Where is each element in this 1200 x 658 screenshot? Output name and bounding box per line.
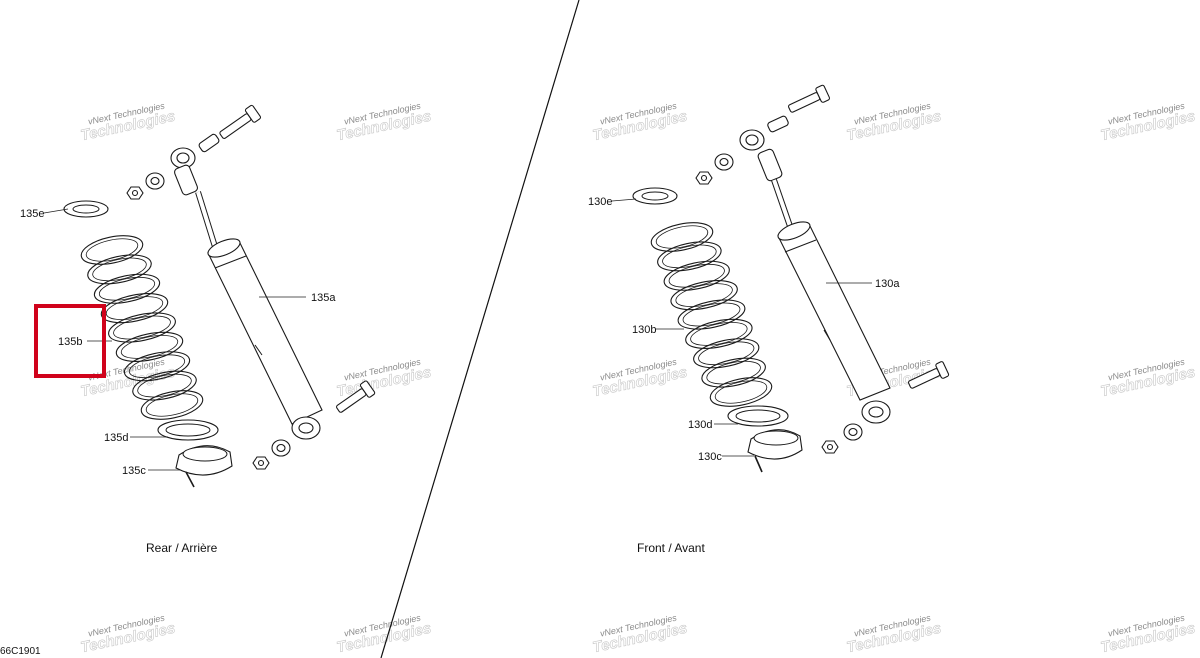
spring-coil (655, 225, 709, 249)
spring-coil (668, 263, 725, 288)
spring-coil (663, 260, 730, 291)
rear-spring-spacer[interactable] (157, 419, 219, 441)
spring-coil (670, 280, 738, 311)
front-bottom-nut[interactable] (821, 440, 839, 454)
front-shock-absorber[interactable] (739, 129, 891, 424)
rear-caption: Rear / Arrière (146, 541, 218, 555)
callout-130b: 130b (632, 324, 656, 336)
callout-130a: 130a (875, 278, 900, 290)
callout-135d: 135d (104, 432, 128, 444)
spring-coil (115, 331, 184, 362)
front-spring-spacer[interactable] (727, 405, 789, 427)
spring-coil (690, 322, 748, 346)
spring-coil (709, 377, 773, 407)
spring-coil (92, 257, 147, 282)
spring-coil (714, 380, 768, 404)
callout-130c: 130c (698, 451, 722, 463)
rear-top-bolt[interactable] (217, 104, 262, 143)
spring-coil (93, 273, 161, 304)
spring-coil (706, 360, 761, 385)
spring-coil (137, 373, 192, 398)
spring-coil (105, 296, 164, 320)
front-assembly: 130e 130a 130b 130d 130c Front / Avant (588, 84, 950, 555)
spring-coil (701, 357, 766, 388)
callout-135a: 135a (311, 292, 336, 304)
callout-135b: 135b (58, 336, 82, 348)
spring-coil (113, 315, 171, 340)
rear-spring[interactable] (79, 231, 206, 424)
front-upper-spring-retainer[interactable] (632, 187, 678, 205)
callout-130e: 130e (588, 196, 612, 208)
spring-coil (685, 318, 753, 349)
leader-130e (611, 198, 637, 202)
panel-divider (380, 0, 580, 658)
spring-coil (123, 351, 191, 382)
spring-coil (693, 338, 760, 369)
rear-top-nut[interactable] (126, 186, 144, 200)
rear-upper-spring-retainer[interactable] (63, 200, 109, 218)
spring-coil (145, 393, 199, 417)
spring-coil (682, 302, 741, 327)
spring-coil (108, 312, 176, 343)
spring-coil (80, 235, 144, 265)
leader-135e (43, 208, 69, 214)
spring-coil (128, 354, 186, 379)
rear-lower-spring-seat[interactable] (175, 445, 233, 488)
spring-coil (657, 241, 722, 272)
spring-coil (98, 276, 156, 301)
drawing-code: 66C1901 (0, 646, 41, 657)
spring-coil (650, 222, 714, 252)
rear-assembly: 135e 135a 135b 135d 135c Rear / Arrière (20, 104, 376, 555)
spring-coil (677, 299, 746, 330)
front-top-nut[interactable] (695, 171, 713, 185)
front-spring[interactable] (649, 218, 775, 411)
spring-coil (675, 283, 733, 307)
front-bottom-bushing[interactable] (843, 423, 863, 441)
spring-coil (662, 244, 717, 269)
rear-bottom-nut[interactable] (252, 456, 270, 470)
spring-coil (698, 341, 755, 366)
front-top-bolt[interactable] (786, 84, 831, 117)
front-top-bushing[interactable] (714, 153, 734, 171)
front-top-washer[interactable] (767, 115, 789, 133)
front-caption: Front / Avant (637, 541, 705, 555)
spring-coil (87, 254, 152, 285)
spring-coil (120, 335, 179, 359)
callout-135e: 135e (20, 208, 44, 220)
highlight-box (34, 304, 106, 378)
spring-coil (132, 370, 197, 401)
rear-top-bushing[interactable] (145, 172, 165, 190)
spring-coil (85, 238, 139, 262)
spring-coil (100, 293, 169, 324)
spring-coil (140, 390, 204, 420)
front-bottom-bolt[interactable] (906, 361, 950, 392)
callout-130d: 130d (688, 419, 712, 431)
rear-shock-absorber[interactable] (170, 147, 323, 440)
front-lower-spring-seat[interactable] (747, 429, 803, 473)
callout-135c: 135c (122, 465, 146, 477)
rear-bottom-bolt[interactable] (333, 380, 376, 416)
rear-bottom-bushing[interactable] (271, 439, 291, 457)
rear-top-washer[interactable] (198, 133, 220, 153)
